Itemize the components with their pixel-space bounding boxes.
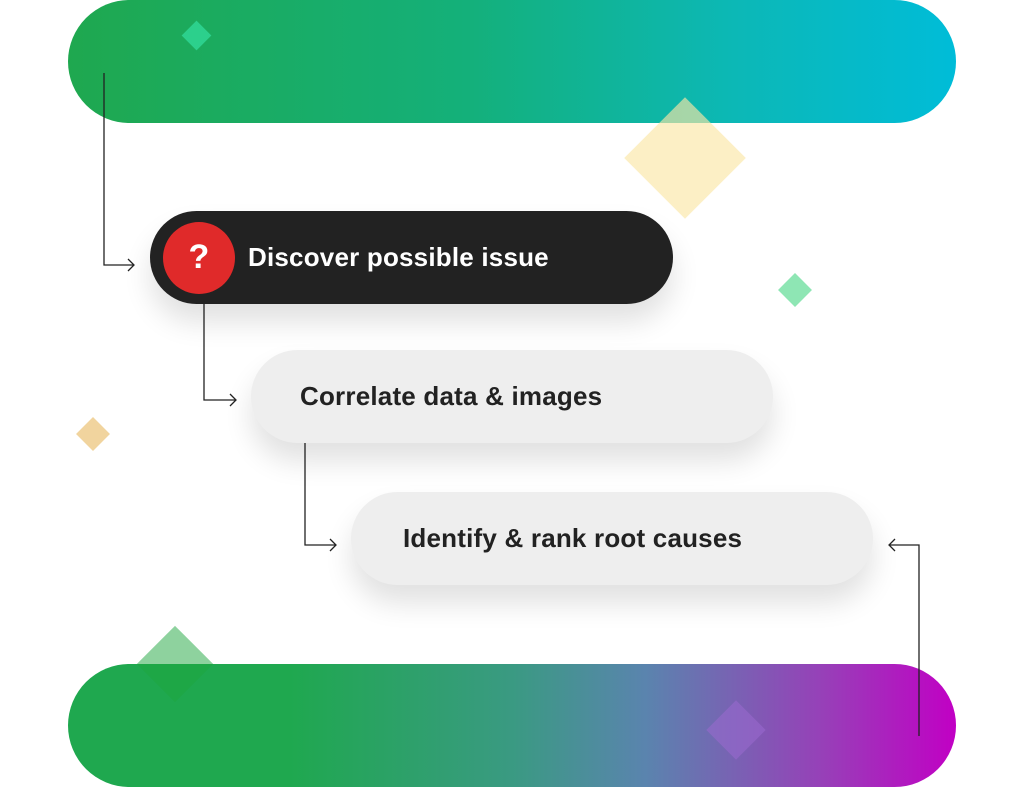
question-mark-icon: ? [163,221,235,294]
arrow-head-icon [329,538,337,552]
decorative-diamond [76,417,110,451]
connector-line [203,304,236,401]
step-label: Correlate data & images [300,381,603,411]
step-correlate: Correlate data & images [251,350,773,443]
step-label: Discover possible issue [248,242,549,272]
decorative-diamond [778,273,812,307]
top-gradient-bar [68,0,956,123]
connector-line [304,443,336,546]
step-identify: Identify & rank root causes [351,492,873,585]
arrow-head-icon [229,393,237,407]
step-label: Identify & rank root causes [403,523,743,553]
arrow-head-icon [127,258,135,272]
bottom-gradient-bar [68,664,956,787]
step-discover: ? Discover possible issue [150,211,673,304]
arrow-head-icon [888,538,896,552]
